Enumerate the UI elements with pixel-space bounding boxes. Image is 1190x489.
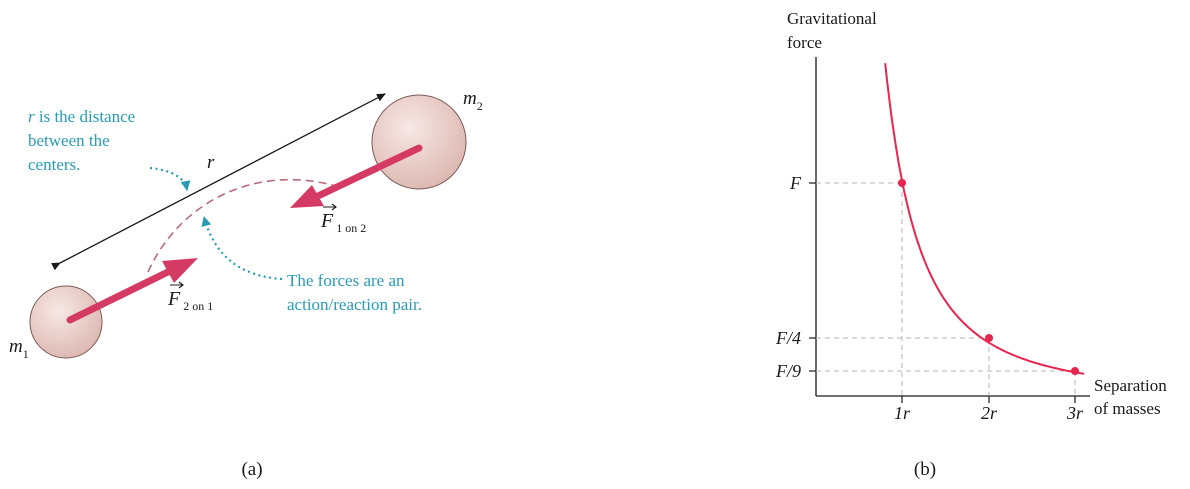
distance-arrow [51, 93, 386, 271]
panel-a: r is the distance between the centers. T… [9, 88, 483, 480]
guide-lines [816, 182, 1076, 396]
x-axis-label: Separation of masses [1094, 376, 1171, 418]
force-2-on-1-arrow [66, 258, 198, 324]
mass-1-sphere [29, 285, 103, 359]
mass-1-label: m1 [9, 336, 29, 361]
tick-marks [809, 182, 1076, 403]
pair-note: The forces are an action/reaction pair. [287, 271, 422, 314]
caption-a: (a) [241, 459, 262, 480]
svg-text:F1 on 2: F1 on 2 [320, 210, 366, 235]
inverse-square-curve [884, 63, 1085, 375]
distance-label: r [207, 152, 215, 173]
data-point-1r [898, 179, 906, 187]
y-tick-F: F [789, 173, 802, 193]
mass-2-sphere [371, 94, 467, 190]
data-point-3r [1071, 367, 1079, 375]
dashed-arc [147, 178, 337, 273]
y-axis-label: Gravitational force [787, 9, 881, 52]
y-tick-F4: F/4 [775, 328, 801, 348]
x-tick-3r: 3r [1066, 403, 1084, 423]
svg-text:F2 on 1: F2 on 1 [167, 288, 213, 313]
y-tick-F9: F/9 [775, 361, 801, 381]
data-point-2r [985, 334, 993, 342]
x-tick-1r: 1r [894, 403, 911, 423]
distance-note: r is the distance between the centers. [28, 107, 139, 174]
pair-note-pointer [201, 216, 283, 281]
mass-2-label: m2 [463, 88, 483, 113]
x-tick-2r: 2r [981, 403, 998, 423]
force-1-on-2-arrow [290, 144, 423, 208]
caption-b: (b) [914, 459, 936, 480]
panel-b: F F/4 F/9 1r 2r 3r Gravitational force S… [775, 9, 1171, 480]
distance-note-pointer [149, 166, 191, 191]
